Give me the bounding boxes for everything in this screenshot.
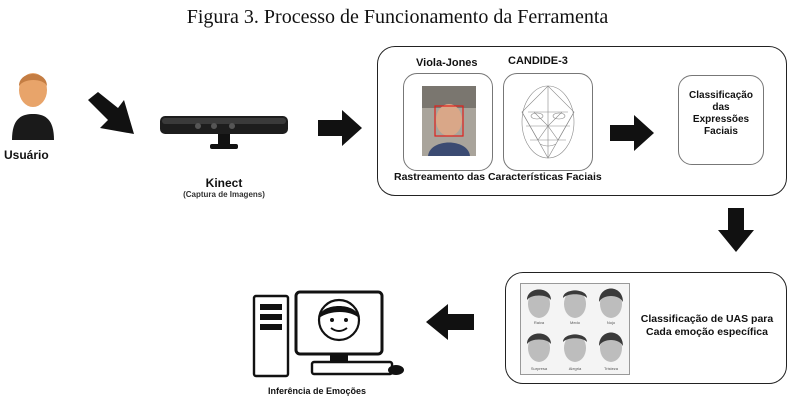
arrow-user-to-kinect bbox=[86, 90, 138, 136]
viola-jones-photo bbox=[403, 73, 493, 171]
uas-panel: Raiva Medo Nojo Surpresa Alegria Tristez… bbox=[505, 272, 787, 384]
faces-grid: Raiva Medo Nojo Surpresa Alegria Tristez… bbox=[520, 283, 630, 375]
face-label: Medo bbox=[569, 320, 580, 325]
inference-label: Inferência de Emoções bbox=[268, 386, 367, 396]
face-label: Nojo bbox=[606, 320, 616, 325]
arrow-down bbox=[716, 208, 756, 254]
viola-jones-label: Viola-Jones bbox=[416, 57, 478, 69]
candide-label: CANDIDE-3 bbox=[508, 55, 568, 67]
uas-line1: Classificação de UAS para bbox=[640, 313, 774, 325]
tracking-panel: Viola-Jones CANDIDE-3 Rastreamento das C… bbox=[377, 46, 787, 196]
classification-line3: Expressões bbox=[692, 114, 750, 125]
user-icon bbox=[10, 62, 56, 142]
computer-icon bbox=[250, 290, 410, 380]
arrow-kinect-to-tracking bbox=[318, 108, 364, 148]
face-label: Alegria bbox=[568, 366, 582, 371]
face-label: Raiva bbox=[533, 320, 545, 325]
face-label: Tristeza bbox=[603, 366, 619, 371]
candide-mesh bbox=[503, 73, 593, 171]
user-label: Usuário bbox=[4, 148, 49, 162]
kinect-label: Kinect bbox=[205, 176, 243, 190]
kinect-sublabel: (Captura de Imagens) bbox=[183, 190, 265, 199]
tracking-caption: Rastreamento das Características Faciais bbox=[394, 171, 602, 183]
uas-text: Classificação de UAS para Cada emoção es… bbox=[632, 313, 782, 339]
kinect-label-group: Kinect (Captura de Imagens) bbox=[172, 176, 276, 199]
arrow-uas-to-inference bbox=[424, 302, 476, 342]
classification-line1: Classificação bbox=[689, 90, 753, 101]
classification-expressions-box: Classificação das Expressões Faciais bbox=[678, 75, 764, 165]
figure-title: Figura 3. Processo de Funcionamento da F… bbox=[186, 6, 609, 28]
face-label: Surpresa bbox=[530, 366, 548, 371]
arrow-tracking-to-classification bbox=[610, 113, 656, 153]
kinect-sensor-icon bbox=[158, 112, 290, 156]
classification-line2: das bbox=[712, 102, 730, 113]
uas-line2: Cada emoção específica bbox=[646, 326, 768, 338]
classification-line4: Faciais bbox=[704, 126, 738, 137]
